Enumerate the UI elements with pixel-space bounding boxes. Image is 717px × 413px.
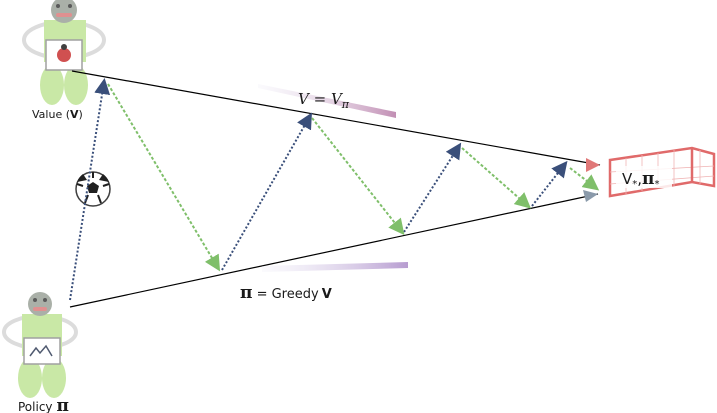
improve-arrow-4 (569, 167, 600, 191)
value-line-arrowhead (586, 158, 600, 172)
evaluation-arrows (69, 78, 568, 301)
eval-arrow-4 (531, 160, 568, 207)
value-label: Value (V) (32, 108, 83, 121)
improvement-arrows (107, 83, 600, 272)
eval-arrow-1 (69, 78, 111, 301)
soccer-ball-icon (75, 171, 111, 207)
policy-line (69, 193, 599, 308)
policy-robot-icon (2, 292, 78, 398)
improve-arrow-3 (461, 147, 532, 209)
eval-arrow-3 (403, 142, 462, 233)
value-line (71, 70, 601, 166)
soccer-goal-icon (608, 146, 716, 198)
improve-arrow-1 (107, 83, 221, 272)
goal-label: V*,π* (622, 169, 660, 190)
improve-arrow-2 (311, 117, 405, 236)
bottom-swoosh-arrow (262, 262, 408, 272)
policy-line-arrowhead (583, 190, 598, 202)
top-swoosh-arrow (258, 84, 396, 118)
eval-arrow-2 (221, 112, 312, 271)
value-equation-label: V = Vπ (298, 90, 350, 111)
value-robot-icon (22, 0, 106, 105)
